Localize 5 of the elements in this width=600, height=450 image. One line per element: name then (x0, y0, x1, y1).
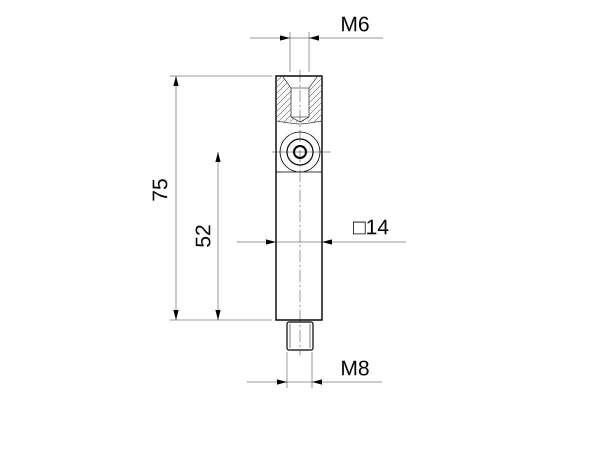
dimension-label: 75 (152, 179, 168, 201)
dimension-label: 52 (196, 225, 210, 247)
dimension-label: M8 (342, 360, 369, 376)
dimension-label: M6 (342, 16, 369, 32)
dimension-label: □14 (353, 220, 388, 234)
